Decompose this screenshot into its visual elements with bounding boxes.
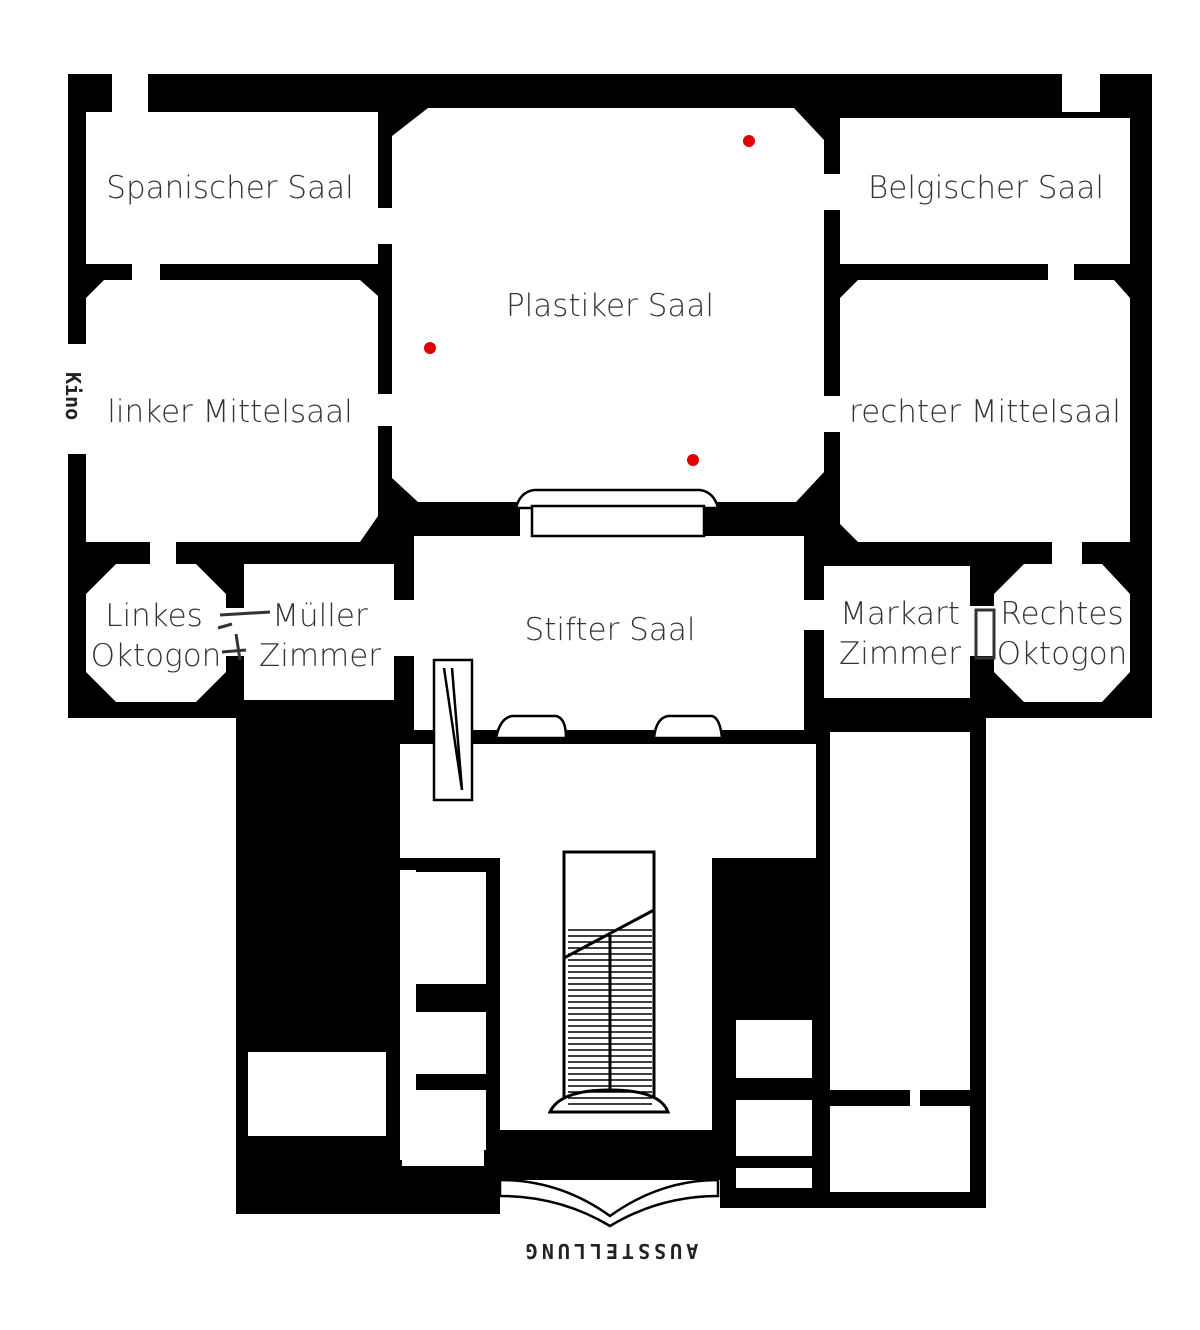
- step-stifter-right: [652, 714, 724, 740]
- step-plastiker-2: [530, 504, 706, 538]
- room-lower-right-hall: [722, 744, 828, 858]
- label-markart-1: Markart: [840, 596, 960, 632]
- room-stifter-saal: [414, 536, 804, 730]
- door-linker-oktogon: [150, 540, 176, 564]
- stair-treads: [568, 929, 652, 1105]
- door-markart-oktogon: [968, 606, 996, 656]
- door-plastiker-right-lower: [822, 396, 844, 432]
- door-plastiker-left-upper: [376, 208, 396, 244]
- labels: Spanischer Saal Belgischer Saal Plastike…: [61, 170, 1127, 1263]
- room-plastiker-saal: [392, 108, 824, 502]
- room-markart-zimmer: [824, 566, 970, 698]
- room-lower-right-2: [736, 1020, 812, 1078]
- door-mark-1: [219, 610, 271, 617]
- label-markart-2: Zimmer: [839, 636, 961, 672]
- label-spanischer-saal: Spanischer Saal: [106, 170, 353, 206]
- label-rechtes-oktogon-1: Rechtes: [1000, 596, 1123, 632]
- step-details: [432, 488, 724, 1228]
- room-lower-right-4: [736, 1168, 812, 1188]
- label-ausstellung: AUSSTELLUNG: [522, 1239, 698, 1263]
- door-marks: [217, 608, 996, 661]
- room-rechtes-oktogon: [994, 564, 1130, 702]
- stair-base: [547, 1088, 671, 1114]
- room-rechter-mittelsaal: [840, 280, 1130, 542]
- step-stifter-left: [494, 714, 568, 740]
- label-belgischer-saal: Belgischer Saal: [868, 170, 1104, 206]
- wall-lower-right-block: [722, 858, 826, 1018]
- door-belgisch-mittel: [1048, 262, 1074, 282]
- entrance-step: [498, 1178, 720, 1228]
- wall-lower-left-divider: [486, 858, 500, 1138]
- door-top-right: [1062, 72, 1100, 112]
- column-right: [630, 1146, 662, 1176]
- door-kino: [66, 344, 90, 454]
- lift-zigzag: [442, 667, 464, 791]
- stair-landing-line: [563, 908, 655, 960]
- column-left: [556, 1146, 588, 1176]
- door-plastiker-left-lower: [376, 394, 396, 426]
- door-rechter-oktogon: [1052, 540, 1082, 564]
- door-mark-2: [217, 622, 233, 630]
- marker-3[interactable]: [687, 454, 699, 466]
- room-spanischer-saal: [86, 112, 378, 264]
- room-lower-right-3: [736, 1100, 812, 1156]
- label-ausstellung-text: AUSSTELLUNG: [522, 1239, 698, 1263]
- step-plastiker: [514, 488, 720, 510]
- label-stifter-saal: Stifter Saal: [525, 612, 696, 648]
- label-linkes-oktogon-1: Linkes: [105, 598, 203, 634]
- door-plastiker-right-upper: [822, 174, 844, 210]
- room-lower-left-1: [414, 872, 486, 984]
- room-lower-left-4: [248, 1052, 386, 1136]
- label-mueller-2: Zimmer: [259, 638, 381, 674]
- wall-lower-right-cross-2: [920, 1090, 970, 1106]
- door-spanisch-mittel: [132, 262, 160, 282]
- door-mark-3: [234, 633, 242, 661]
- wall-lower-right-cross: [830, 1090, 910, 1106]
- door-mueller-stifter: [390, 600, 418, 656]
- floors: [66, 72, 1130, 1192]
- entrance-columns: [556, 1146, 662, 1176]
- label-mueller-1: Müller: [272, 598, 368, 634]
- room-mueller-zimmer: [244, 564, 394, 700]
- room-belgischer-saal: [840, 118, 1130, 264]
- door-top-left: [112, 72, 148, 112]
- lower-wall-details: [486, 744, 970, 1188]
- room-lower-left-vestibule: [400, 870, 416, 1160]
- label-plastiker-saal: Plastiker Saal: [506, 288, 714, 324]
- door-mark-4: [221, 648, 247, 654]
- label-rechtes-oktogon-2: Oktogon: [997, 636, 1128, 672]
- label-rechter-mittelsaal: rechter Mittelsaal: [849, 394, 1121, 430]
- markers: [424, 135, 755, 466]
- label-linker-mittelsaal: linker Mittelsaal: [107, 394, 353, 430]
- marker-2[interactable]: [424, 342, 436, 354]
- label-kino: Kino: [61, 372, 85, 420]
- room-lower-right-1: [830, 732, 970, 1192]
- marker-1[interactable]: [743, 135, 755, 147]
- staircase: [547, 850, 671, 1114]
- room-lower-left-2: [404, 1012, 486, 1074]
- door-stifter-markart: [800, 600, 828, 630]
- label-linkes-oktogon-2: Oktogon: [91, 638, 222, 674]
- door-mark-5: [974, 608, 996, 660]
- room-linkes-oktogon: [86, 564, 226, 702]
- room-linker-mittelsaal: [86, 280, 378, 542]
